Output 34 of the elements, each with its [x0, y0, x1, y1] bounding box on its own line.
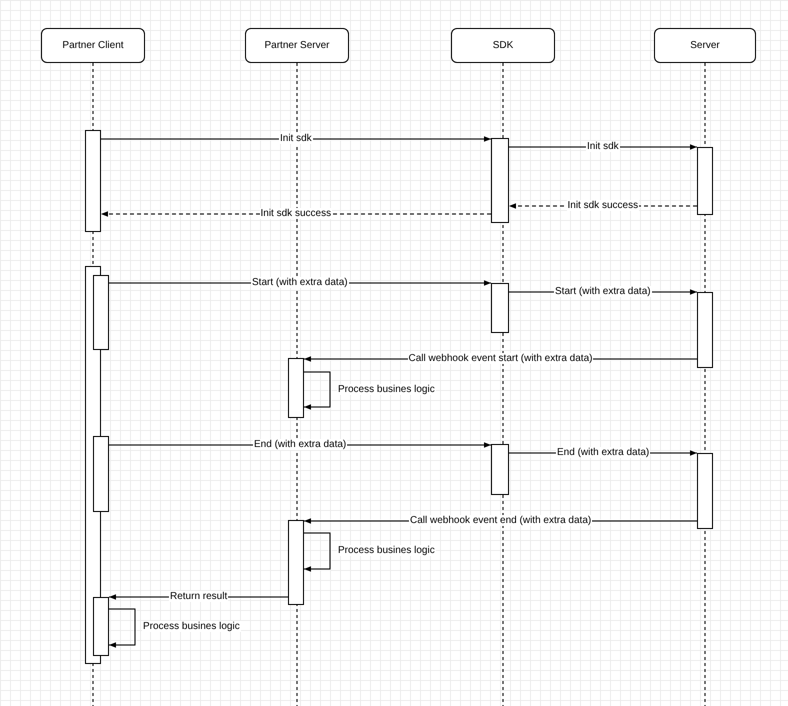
message-arrow: [304, 372, 330, 410]
participant-box: Server: [654, 28, 756, 63]
edge-label: Start (with extra data): [554, 286, 652, 297]
edge-label: Process busines logic: [337, 384, 436, 394]
activation-bar: [697, 453, 713, 529]
participant-box: Partner Client: [41, 28, 145, 63]
activation-bar: [491, 283, 509, 333]
activation-bar: [93, 275, 109, 350]
edge-label: Process busines logic: [337, 545, 436, 556]
activation-bar: [93, 597, 109, 656]
message-arrow: [100, 136, 492, 142]
activation-bar: [85, 130, 101, 232]
activation-bar: [491, 138, 509, 223]
participant-box: SDK: [451, 28, 555, 63]
edge-label: Init sdk: [586, 141, 620, 152]
edge-label: Call webhook event end (with extra data): [409, 515, 592, 526]
activation-bar: [93, 436, 109, 512]
edge-label: Return result: [169, 591, 228, 602]
edge-label: End (with extra data): [556, 447, 650, 458]
activation-bar: [697, 147, 713, 215]
activation-bar: [491, 444, 509, 495]
edge-label: Init sdk success: [566, 200, 640, 211]
activation-bar: [288, 520, 304, 605]
activation-bar: [697, 292, 713, 368]
edge-label: Init sdk: [279, 133, 313, 144]
edge-label: Call webhook event start (with extra data): [408, 353, 594, 364]
edge-label: Start (with extra data): [251, 277, 349, 288]
edge-label: Process busines logic: [142, 621, 241, 632]
edge-label: End (with extra data): [253, 439, 348, 450]
message-arrow: [108, 608, 136, 648]
participant-box: Partner Server: [245, 28, 349, 63]
message-arrow: [304, 532, 330, 572]
activation-bar: [288, 358, 304, 418]
edge-label: Init sdk success: [260, 208, 332, 219]
